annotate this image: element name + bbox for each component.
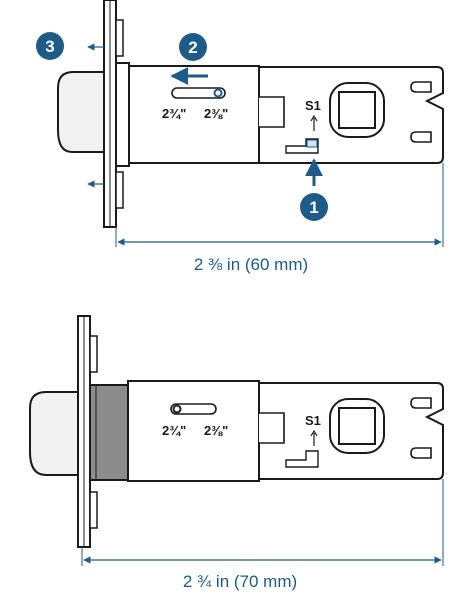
top-slot-pin [213,88,223,98]
bottom-mounting-slot-upper [410,397,432,409]
bottom-backset-label-long: 2⅜" [204,423,228,438]
bottom-mounting-slot-lower [410,447,432,459]
top-connector-tab [259,96,285,128]
top-dimension-label: 2 ⅜ in (60 mm) [193,255,309,274]
top-backset-label-short: 2¾" [162,106,186,121]
step2-callout-number: 2 [188,38,197,57]
top-backset-label-long: 2⅜" [204,106,228,121]
top-latch-bolt [57,71,107,153]
step2-callout [179,33,207,61]
top-switch-tab-highlight [306,139,318,148]
bottom-slot-pin [172,404,182,414]
top-housing [128,65,260,164]
bottom-switch-body [285,450,319,468]
bottom-latch: 2¾" 2⅜" S1 [29,315,444,566]
step1-callout [300,193,328,221]
top-mounting-slot-lower [410,131,432,143]
bottom-spindle-hole [338,407,376,445]
top-backset-slot [171,87,226,99]
top-collar [115,62,130,167]
top-latch: 2¾" 2⅜" S1 3 2 1 [36,0,444,247]
top-spindle-hole [338,91,376,129]
step3-callout [36,32,64,60]
bottom-plate-screw-upper [89,335,98,373]
top-plate-screw-lower [115,171,124,209]
step3-callout-number: 3 [45,37,54,56]
bottom-latch-bolt [29,391,81,476]
top-mounting-slot-upper [410,81,432,93]
top-plate-screw-upper [115,19,124,57]
step1-callout-number: 1 [309,198,318,217]
bottom-housing [127,380,260,482]
bottom-dimension-label: 2 ¾ in (70 mm) [182,572,298,591]
bottom-connector-tab [259,412,285,444]
bottom-switch-label: S1 [305,413,321,428]
bottom-plate-screw-lower [89,491,98,529]
top-switch-label: S1 [305,98,321,113]
bottom-backset-label-short: 2¾" [162,423,186,438]
bottom-backset-slot [170,403,217,415]
